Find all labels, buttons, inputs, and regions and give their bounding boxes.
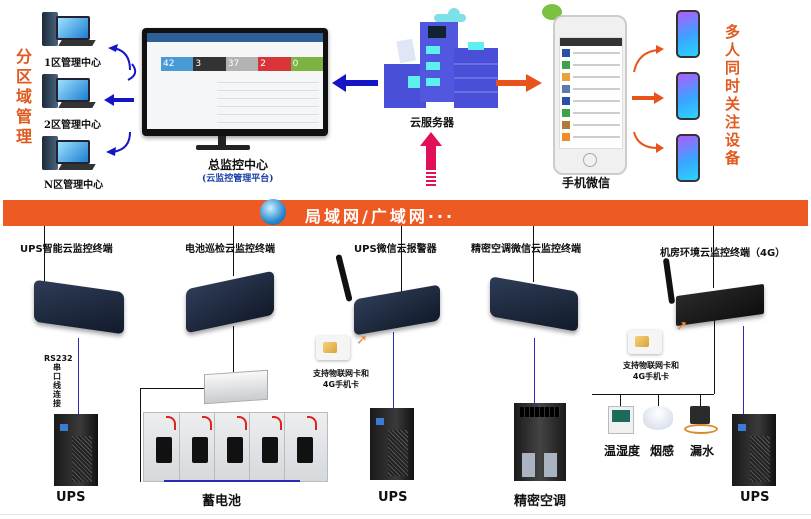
ups-icon	[732, 414, 776, 486]
device-title-battery: 电池巡检云监控终端	[185, 244, 275, 255]
connector-line	[233, 226, 234, 276]
ups-alarm-terminal	[354, 284, 440, 336]
network-band	[3, 200, 808, 226]
smartphone-icon	[676, 72, 700, 120]
smartphone-icon	[676, 10, 700, 58]
device-title-ac: 精密空调微信云监控终端	[471, 244, 581, 255]
antenna-icon	[663, 258, 675, 304]
device-title-ups-alarm: UPS微信云报警器	[354, 244, 437, 255]
cable-line	[534, 338, 535, 404]
ups-icon	[370, 408, 414, 480]
smoke-detector-icon	[643, 406, 673, 430]
sim-note-line: 支持物联网卡和	[313, 369, 369, 378]
tile: 2	[258, 57, 291, 71]
connector-line	[658, 394, 659, 406]
precision-ac-icon	[514, 403, 566, 481]
battery-bus-line	[164, 480, 300, 482]
sensor-label-smoke: 烟感	[650, 444, 675, 458]
leak-cable	[684, 424, 718, 434]
connector-line	[233, 326, 234, 372]
thermo-hygrometer-icon	[608, 406, 634, 434]
connector-line	[713, 226, 714, 288]
sim-note-line: 4G手机卡	[322, 380, 360, 389]
ups-label: UPS	[56, 490, 86, 505]
monitor-stand	[218, 136, 226, 146]
regional-management-title: 分区域管理	[13, 48, 32, 148]
ups-label: UPS	[378, 490, 408, 505]
cloud-server-label: 云服务器	[410, 116, 454, 129]
monitor-subtitle: (云监控管理平台)	[202, 174, 274, 184]
device-title-env: 机房环境云监控终端（4G）	[660, 248, 786, 259]
rs232-text: 线	[53, 381, 61, 390]
arrow-to-centers-icon	[104, 44, 137, 156]
pc-icon	[38, 12, 100, 50]
sensor-label-temp: 温湿度	[604, 444, 641, 458]
ups-icon	[54, 414, 98, 486]
sim-note-line: 支持物联网卡和	[623, 361, 679, 370]
tile: 0	[290, 57, 323, 71]
arrow-icon: ➚	[356, 332, 368, 348]
pc-icon	[38, 136, 100, 174]
connector-line	[700, 394, 701, 406]
env-monitor-terminal	[676, 283, 764, 327]
connector-line	[714, 320, 715, 394]
rs232-text: 串	[53, 363, 61, 372]
rs232-note: RS232 串 口 线 连 接	[44, 354, 73, 408]
battery-label: 蓄电池	[202, 494, 242, 509]
rs232-text: RS232	[44, 354, 73, 363]
monitoring-platform-screen: 42 3 37 2 0	[142, 28, 328, 136]
sim-note-line: 4G手机卡	[632, 372, 670, 381]
sensor-label-leak: 漏水	[690, 444, 715, 458]
sim-note: 支持物联网卡和 4G手机卡	[612, 360, 690, 382]
smartphone-icon	[676, 134, 700, 182]
ac-monitor-terminal	[490, 276, 578, 332]
battery-monitor-terminal	[186, 270, 274, 334]
ups-label: UPS	[740, 490, 770, 505]
ac-label: 精密空调	[514, 494, 567, 509]
arrow-right-icon	[496, 74, 542, 92]
pc-icon	[38, 74, 100, 112]
serial-cable-line	[78, 338, 79, 414]
cable-line	[743, 326, 744, 414]
arrow-icon: ➚	[676, 318, 688, 334]
rs232-text: 连	[53, 390, 61, 399]
battery-hub	[204, 369, 268, 405]
center-n-label: N区管理中心	[44, 180, 104, 191]
monitor-base	[196, 145, 250, 150]
tile: 3	[193, 57, 226, 71]
cable-line	[393, 332, 394, 408]
rs232-text: 接	[53, 399, 61, 408]
multi-user-title: 多人同时关注设备	[723, 24, 741, 168]
center-2-label: 2区管理中心	[44, 120, 101, 131]
sim-card-icon	[628, 330, 662, 354]
water-leak-sensor-icon	[690, 406, 710, 424]
sim-card-icon	[316, 336, 350, 360]
wechat-phone	[553, 15, 627, 175]
monitor-title: 总监控中心	[208, 158, 269, 172]
globe-icon	[260, 199, 286, 225]
antenna-icon	[336, 254, 352, 302]
connector-line	[140, 388, 141, 482]
tile: 37	[225, 57, 259, 71]
arrow-up-icon	[420, 132, 442, 186]
ups-monitor-terminal	[34, 279, 124, 335]
connector-line	[44, 226, 45, 292]
battery-cell	[284, 412, 328, 482]
bottom-divider	[0, 514, 811, 515]
device-title-ups-cloud: UPS智能云监控终端	[20, 244, 113, 255]
center-1-label: 1区管理中心	[44, 58, 101, 69]
tile: 42	[161, 57, 194, 71]
network-band-label: 局域网/广域网···	[305, 207, 456, 226]
arrow-fanout-icon	[632, 45, 664, 153]
connector-line	[533, 226, 534, 282]
rs232-text: 口	[53, 372, 61, 381]
sim-note: 支持物联网卡和 4G手机卡	[302, 368, 380, 390]
connector-line	[140, 388, 204, 389]
cloud-server-icon	[384, 8, 498, 108]
wechat-label: 手机微信	[562, 176, 611, 190]
connector-line	[592, 394, 714, 395]
connector-line	[620, 394, 621, 406]
arrow-left-icon	[332, 74, 378, 92]
connector-line	[401, 226, 402, 292]
